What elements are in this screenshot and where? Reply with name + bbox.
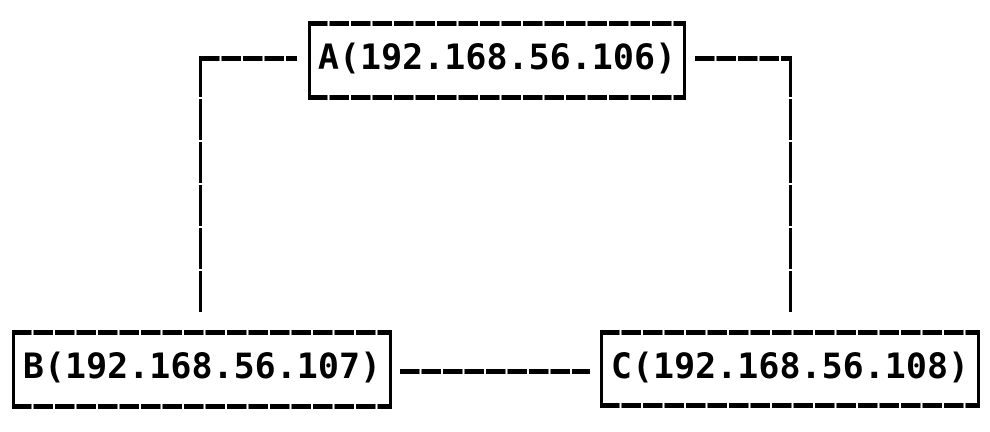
node-b-bottom-border	[12, 404, 392, 409]
node-a-bottom-border	[308, 95, 686, 100]
node-b-top-border	[12, 330, 392, 335]
node-b-box: B(192.168.56.107)	[12, 330, 392, 409]
node-a-label: A(192.168.56.106)	[317, 38, 677, 78]
edge-b-c-line	[400, 369, 590, 374]
node-c-label: C(192.168.56.108)	[610, 346, 970, 387]
node-c-bottom-border	[600, 403, 980, 408]
edge-a-c-horizontal-line	[695, 56, 792, 61]
node-b-label: B(192.168.56.107)	[22, 347, 382, 387]
node-a-box: A(192.168.56.106)	[308, 21, 686, 100]
node-c-top-border	[600, 330, 980, 335]
edge-a-b-horizontal-line	[200, 56, 297, 61]
node-c-box: C(192.168.56.108)	[600, 330, 980, 408]
node-a-top-border	[308, 21, 686, 26]
edge-a-b-vertical-line	[199, 56, 202, 313]
edge-a-c-vertical-line	[789, 56, 792, 313]
